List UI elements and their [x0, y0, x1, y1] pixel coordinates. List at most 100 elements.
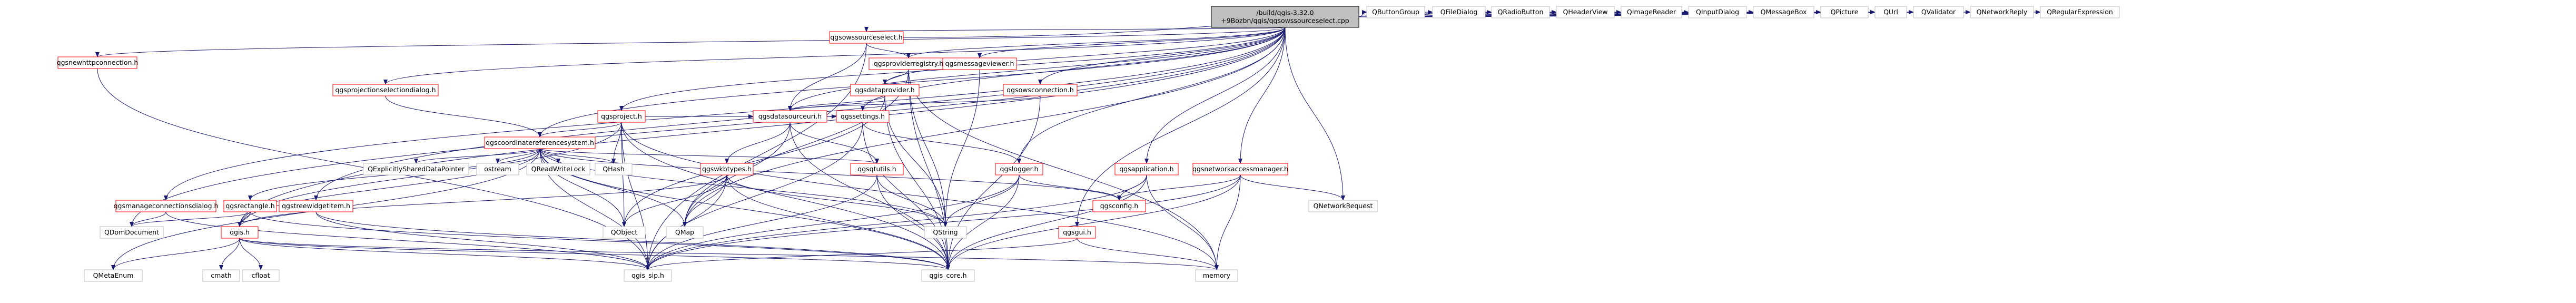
- edge-root-to-qgsmanageconnectionsdialog: [164, 27, 1286, 201]
- node-qgsmanageconnectionsdialog[interactable]: qgsmanageconnectionsdialog.h: [114, 200, 219, 212]
- edge-qgsproject-to-qgis-sip: [621, 122, 650, 270]
- node-label: qgsconfig.h: [1100, 202, 1139, 210]
- node-cmath: cmath: [202, 269, 240, 282]
- node-label: QValidator: [1921, 8, 1956, 16]
- node-label: qgsnetworkaccessmanager.h: [1192, 165, 1288, 173]
- node-label: qgsowssourceselect.h: [830, 33, 902, 41]
- node-label: QRegularExpression: [2047, 8, 2113, 16]
- edge-root-to-qgsprojectionselectiondialog: [383, 27, 1286, 85]
- node-box: [1308, 200, 1378, 212]
- node-qgssettings[interactable]: qgssettings.h: [836, 110, 890, 123]
- node-qgis-core: qgis_core.h: [921, 269, 975, 282]
- node-label: QReadWriteLock: [531, 165, 586, 173]
- node-qgslogger[interactable]: qgslogger.h: [995, 163, 1043, 175]
- node-label: QNetworkReply: [1977, 8, 2028, 16]
- node-label: qgscoordinatereferencesystem.h: [486, 139, 594, 146]
- edge-qgsproviderregistry-to-qstring: [908, 69, 948, 227]
- edge-qgstreewidgetitem-to-qgis-core: [315, 211, 950, 270]
- edge-qgscoordinatereferencesystem-to-qhash: [539, 148, 616, 164]
- edge-qgsdatasourceuri-to-qgis-core: [789, 122, 950, 270]
- edge-root-to-qgsnetworkaccessmanager: [1238, 27, 1286, 164]
- node-box: [1970, 6, 2034, 18]
- edge-qgscoordinatereferencesystem-to-qgis: [238, 148, 540, 227]
- node-label: qgssettings.h: [841, 112, 885, 120]
- node-qgsmessageviewer[interactable]: qgsmessageviewer.h: [942, 57, 1017, 70]
- node-layer: /build/qgis-3.32.0+9Bozbn/qgis/qgsowssou…: [57, 6, 2120, 282]
- node-qobject: QObject: [603, 226, 646, 239]
- node-qgsrectangle[interactable]: qgsrectangle.h: [223, 200, 277, 212]
- edge-qgscoordinatereferencesystem-to-qexplicitly-shared-data-pointer: [414, 148, 540, 164]
- edge-qgslogger-to-qgis-core: [946, 174, 1020, 270]
- node-box: [850, 163, 904, 175]
- node-box: [1874, 6, 1907, 18]
- node-label: qgis_core.h: [929, 271, 966, 279]
- node-qhash: QHash: [595, 163, 633, 175]
- edge-root-to-qgsgui: [1075, 27, 1286, 227]
- node-box: [1820, 6, 1869, 18]
- node-qgsnetworkaccessmanager[interactable]: qgsnetworkaccessmanager.h: [1192, 163, 1288, 175]
- node-box: [1556, 6, 1615, 18]
- node-qgscoordinatereferencesystem[interactable]: qgscoordinatereferencesystem.h: [484, 136, 596, 149]
- node-box: [1003, 84, 1078, 96]
- edge-qgscoordinatereferencesystem-to-qobject: [539, 148, 626, 227]
- node-qgsproviderregistry[interactable]: qgsproviderregistry.h: [868, 57, 949, 70]
- node-qgsnewhttpconnection[interactable]: qgsnewhttpconnection.h: [57, 56, 139, 69]
- edge-qgsgui-to-qgis-sip: [646, 238, 1078, 270]
- node-qgsowsconnection[interactable]: qgsowsconnection.h: [1003, 84, 1078, 96]
- node-box: [84, 269, 143, 282]
- node-box: [526, 163, 590, 175]
- node-label: QFileDialog: [1440, 8, 1478, 16]
- node-qgsapplication[interactable]: qgsapplication.h: [1114, 163, 1179, 175]
- edge-root-to-qnetwork-request: [1285, 27, 1345, 201]
- node-qurl: QUrl: [1874, 6, 1907, 18]
- edge-root-to-qmap: [683, 27, 1286, 227]
- node-label: QHash: [603, 165, 624, 173]
- edge-qgsprojectionselectiondialog-to-qgscoordinatereferencesystem: [385, 95, 542, 138]
- node-qgsowssourceselect[interactable]: qgsowssourceselect.h: [829, 31, 904, 44]
- edge-qgslogger-to-qgsconfig: [1019, 174, 1121, 201]
- edge-qgsproject-to-memory: [621, 122, 1219, 270]
- node-box: [1621, 6, 1682, 18]
- node-box: [1211, 6, 1359, 28]
- edge-root-to-qgslogger: [1017, 27, 1286, 164]
- node-qgswkbtypes[interactable]: qgswkbtypes.h: [700, 163, 754, 175]
- edge-qgssettings-to-qgslogger: [862, 122, 1021, 164]
- edge-qgis-to-qgis-sip: [239, 238, 650, 270]
- edge-root-to-qgscoordinatereferencesystem: [538, 27, 1286, 138]
- node-qgsogrutils[interactable]: qgsqtutils.h: [850, 163, 904, 175]
- node-qgsdataprovider[interactable]: qgsdataprovider.h: [850, 84, 920, 96]
- node-qgsproject[interactable]: qgsproject.h: [597, 110, 646, 123]
- node-label: qgsowsconnection.h: [1006, 86, 1074, 94]
- node-box: [476, 163, 519, 175]
- node-box: [666, 226, 704, 239]
- node-box: [202, 269, 240, 282]
- node-qgsconfig[interactable]: qgsconfig.h: [1092, 200, 1146, 212]
- node-label: QPicture: [1831, 8, 1859, 16]
- node-label: QInputDialog: [1696, 8, 1739, 16]
- node-qgis[interactable]: qgis.h: [221, 226, 259, 239]
- edge-qgsowsconnection-to-qgsdatasourceuri: [788, 95, 1041, 111]
- edge-root-to-qgsproviderregistry: [906, 27, 1286, 58]
- node-label: cfloat: [252, 271, 270, 279]
- node-qgsgui[interactable]: qgsgui.h: [1058, 226, 1096, 239]
- node-box: [2040, 6, 2120, 18]
- edge-root-to-qgsmessageviewer: [978, 27, 1286, 58]
- node-label: QHeaderView: [1563, 8, 1607, 16]
- node-qgsprojectionselectiondialog[interactable]: qgsprojectionselectiondialog.h: [332, 84, 439, 96]
- edge-qgsdatasourceuri-to-qgsogrutils: [789, 122, 879, 164]
- node-label: QMessageBox: [1761, 8, 1807, 16]
- node-label: +9Bozbn/qgis/qgsowssourceselect.cpp: [1221, 17, 1349, 25]
- edge-root-to-qgsdataprovider: [883, 27, 1286, 85]
- node-label: qgsmanageconnectionsdialog.h: [114, 202, 219, 210]
- node-root: /build/qgis-3.32.0+9Bozbn/qgis/qgsowssou…: [1211, 6, 1359, 28]
- node-box: [921, 269, 975, 282]
- node-qgstreewidgetitem[interactable]: qgstreewidgetitem.h: [279, 200, 353, 212]
- edge-qgsmanageconnectionsdialog-to-qgis-sip: [165, 211, 650, 270]
- node-box: [223, 200, 277, 212]
- edge-qgis-to-cmath: [219, 238, 240, 270]
- node-label: QUrl: [1883, 8, 1898, 16]
- node-box: [1753, 6, 1814, 18]
- node-label: qgsprojectionselectiondialog.h: [335, 86, 436, 94]
- node-qgsdatasourceuri[interactable]: qgsdatasourceuri.h: [753, 110, 827, 123]
- node-qmap: QMap: [666, 226, 704, 239]
